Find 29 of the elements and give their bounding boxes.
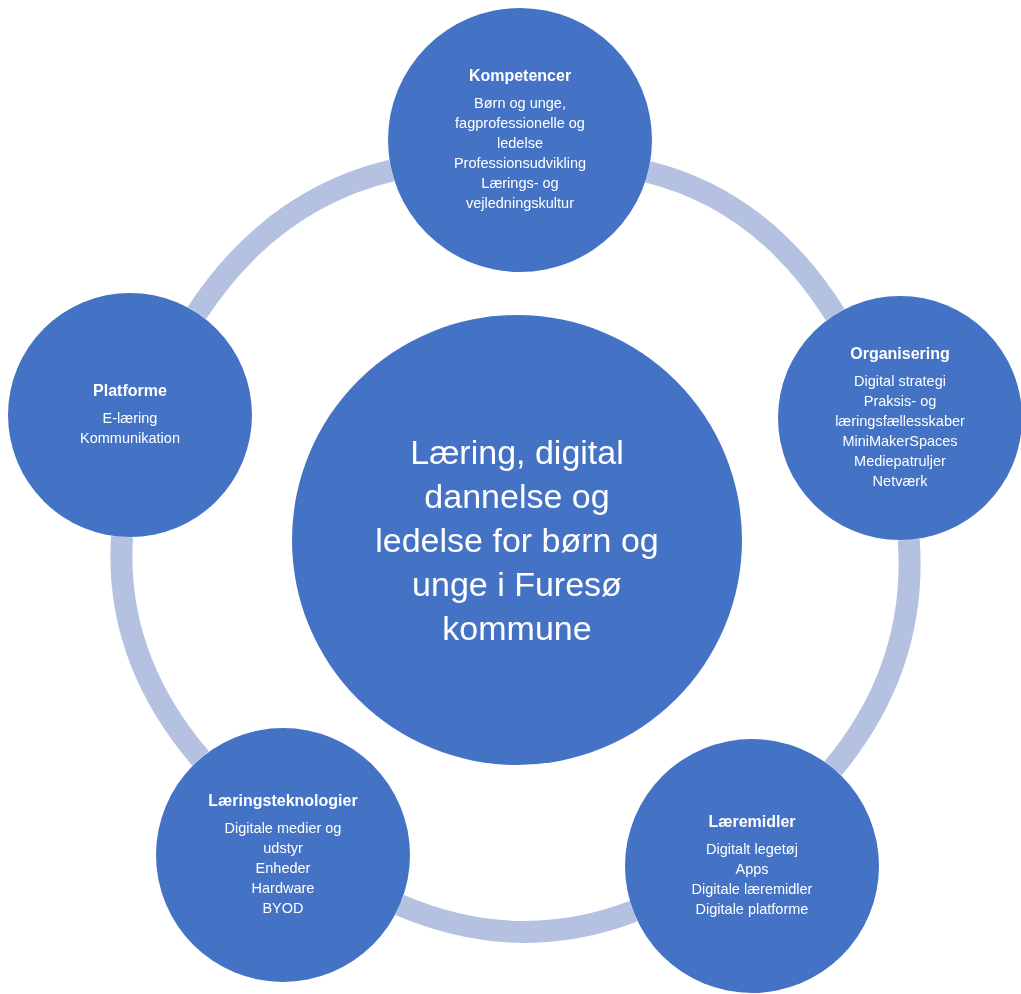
topic-item: Kommunikation — [80, 429, 180, 448]
topic-item: Digitale platforme — [695, 900, 809, 919]
ring-connector — [110, 536, 210, 766]
topic-item: Børn og unge, fagprofessionelle og ledelse — [454, 94, 586, 153]
topic-heading: Læringsteknologier — [208, 792, 358, 810]
topic-item: Enheder — [255, 859, 311, 878]
topic-item: Digitale læremidler — [691, 880, 813, 899]
ring-connector — [824, 539, 921, 776]
ring-connector — [645, 161, 845, 321]
topic-heading: Læremidler — [708, 813, 796, 831]
topic-heading: Organisering — [850, 345, 950, 363]
topic-item: Hardware — [251, 879, 315, 898]
topic-item: BYOD — [262, 899, 304, 918]
ring-connector — [395, 894, 637, 943]
topic-item: Digitale medier og udstyr — [223, 819, 343, 858]
center-title: Læring, digital dannelse og ledelse for børn og unge i Furesø kommune — [374, 432, 660, 649]
topic-item: Lærings- og vejledningskultur — [465, 174, 575, 213]
topic-item: Praksis- og læringsfællesskaber — [834, 392, 966, 431]
topic-item: Digital strategi — [854, 372, 946, 391]
topic-item: Netværk — [872, 472, 928, 491]
topic-heading: Kompetencer — [468, 67, 572, 85]
ring-connector — [187, 159, 395, 320]
topic-item: MiniMakerSpaces — [842, 432, 958, 451]
topic-heading: Platforme — [93, 382, 167, 400]
topic-item: Apps — [735, 860, 769, 879]
topic-item: Professionsudvikling — [453, 154, 587, 173]
topic-item: E-læring — [102, 409, 158, 428]
topic-item: Mediepatruljer — [854, 452, 946, 471]
topic-item: Digitalt legetøj — [706, 840, 798, 859]
